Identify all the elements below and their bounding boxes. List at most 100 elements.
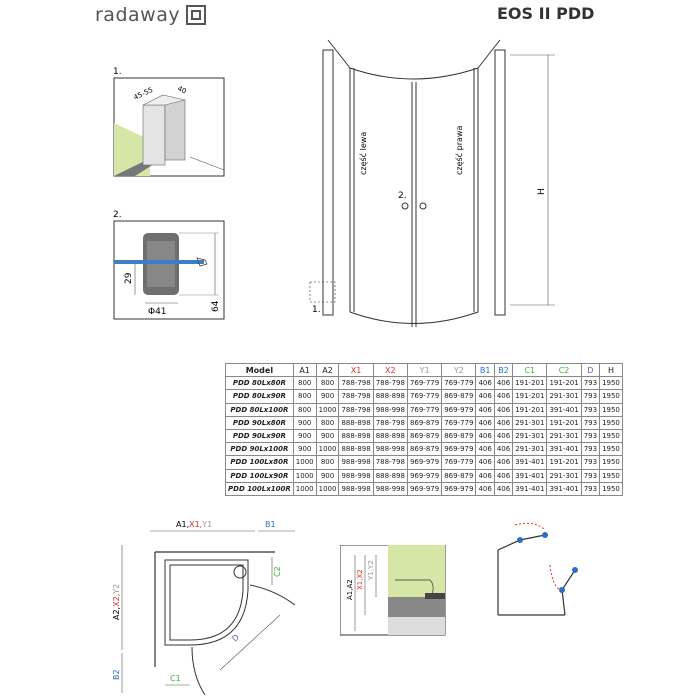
value-cell: 888-898 xyxy=(338,415,374,430)
value-cell: 888-898 xyxy=(372,428,408,444)
detail-1-dim-b: 40 xyxy=(176,85,187,96)
value-cell: 800 xyxy=(315,376,340,391)
value-cell: 800 xyxy=(315,455,340,470)
value-cell: 1950 xyxy=(599,402,623,417)
door-opening-diagram xyxy=(497,522,578,616)
logo-mark xyxy=(186,5,207,25)
value-cell: 406 xyxy=(493,389,514,404)
value-cell: 1950 xyxy=(599,442,623,457)
value-cell: 988-998 xyxy=(338,481,374,496)
value-cell: 391-401 xyxy=(546,402,582,417)
value-cell: 793 xyxy=(580,389,601,404)
value-cell: 900 xyxy=(315,389,340,404)
value-cell: 900 xyxy=(315,428,340,444)
column-header-x1: X1 xyxy=(338,362,374,378)
value-cell: 788-798 xyxy=(338,376,374,391)
value-cell: 406 xyxy=(475,415,495,430)
value-cell: 988-998 xyxy=(372,402,408,417)
value-cell: 406 xyxy=(475,442,495,457)
value-cell: 888-898 xyxy=(338,428,374,444)
model-cell: PDD 90Lx100R xyxy=(225,442,294,457)
value-cell: 900 xyxy=(292,428,317,444)
value-cell: 191-201 xyxy=(512,389,548,404)
value-cell: 1950 xyxy=(599,428,623,444)
value-cell: 969-979 xyxy=(441,481,477,496)
column-header-c2: C2 xyxy=(546,362,582,378)
plan-c2: C2 xyxy=(273,566,282,577)
front-view-label-right: część prawa xyxy=(454,126,464,175)
value-cell: 406 xyxy=(493,442,514,457)
plan-top-b: B1 xyxy=(265,520,276,529)
detail-2-dim-diameter: Φ41 xyxy=(148,307,167,317)
detail-1-number: 1. xyxy=(113,67,122,77)
value-cell: 788-798 xyxy=(372,455,408,470)
value-cell: 793 xyxy=(580,402,601,417)
value-cell: 869-879 xyxy=(441,428,477,444)
plan-top-a: A1,X1,Y1 xyxy=(176,520,212,529)
value-cell: 788-798 xyxy=(372,415,408,430)
detail-2-dim-total: 64 xyxy=(211,300,221,312)
value-cell: 900 xyxy=(292,415,317,430)
value-cell: 888-898 xyxy=(338,442,374,457)
value-cell: 800 xyxy=(292,376,317,391)
value-cell: 988-998 xyxy=(338,468,374,483)
value-cell: 406 xyxy=(475,389,495,404)
value-cell: 888-898 xyxy=(372,389,408,404)
detail-2-drawing: 2. 29 64 Φ41 xyxy=(113,210,225,320)
value-cell: 800 xyxy=(292,389,317,404)
value-cell: 988-998 xyxy=(372,481,408,496)
value-cell: 406 xyxy=(475,428,495,444)
value-cell: 191-201 xyxy=(546,376,582,391)
section-y: Y1,Y2 xyxy=(367,560,375,581)
value-cell: 291-301 xyxy=(546,428,582,444)
value-cell: 406 xyxy=(475,481,495,496)
value-cell: 969-979 xyxy=(406,481,443,496)
value-cell: 793 xyxy=(580,415,601,430)
value-cell: 869-879 xyxy=(441,389,477,404)
value-cell: 769-779 xyxy=(406,402,443,417)
detail-2-dim-height: 29 xyxy=(124,272,134,284)
value-cell: 769-779 xyxy=(441,415,477,430)
value-cell: 969-979 xyxy=(441,402,477,417)
value-cell: 406 xyxy=(475,402,495,417)
value-cell: 1000 xyxy=(315,442,340,457)
model-cell: PDD 90Lx90R xyxy=(225,428,294,444)
value-cell: 406 xyxy=(475,376,495,391)
value-cell: 291-301 xyxy=(512,428,548,444)
value-cell: 788-798 xyxy=(338,402,374,417)
value-cell: 793 xyxy=(580,442,601,457)
product-title: EOS II PDD xyxy=(497,4,595,23)
value-cell: 900 xyxy=(292,442,317,457)
value-cell: 988-998 xyxy=(338,455,374,470)
value-cell: 291-301 xyxy=(512,415,548,430)
value-cell: 191-201 xyxy=(546,455,582,470)
column-header-a1: A1 xyxy=(292,362,317,378)
value-cell: 406 xyxy=(493,428,514,444)
front-view-label-left: część lewa xyxy=(358,132,368,175)
value-cell: 1950 xyxy=(599,389,623,404)
value-cell: 1950 xyxy=(599,468,623,483)
value-cell: 406 xyxy=(493,468,514,483)
value-cell: 900 xyxy=(315,468,340,483)
column-header-c1: C1 xyxy=(512,362,548,378)
value-cell: 869-879 xyxy=(406,428,443,444)
model-cell: PDD 80Lx100R xyxy=(225,402,294,417)
value-cell: 1950 xyxy=(599,415,623,430)
model-cell: PDD 100Lx90R xyxy=(225,468,294,483)
value-cell: 969-979 xyxy=(406,468,443,483)
front-view-drawing: część lewa część prawa H 2. 1. xyxy=(309,39,555,327)
value-cell: 191-201 xyxy=(512,376,548,391)
detail-2-ref: 2. xyxy=(398,191,407,201)
value-cell: 1000 xyxy=(315,481,340,496)
value-cell: 988-998 xyxy=(372,442,408,457)
value-cell: 406 xyxy=(493,455,514,470)
column-header-d: D xyxy=(580,362,601,378)
value-cell: 1000 xyxy=(292,481,317,496)
